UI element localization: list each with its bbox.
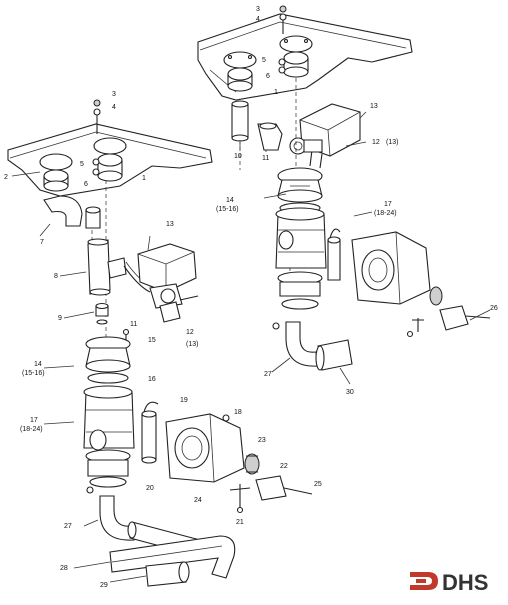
callout-r10: 10	[234, 153, 242, 160]
callout-l17: 17	[30, 417, 38, 424]
left-washer	[92, 158, 100, 166]
right-pipe-10	[231, 100, 249, 142]
right-flange-left	[223, 51, 257, 92]
callout-labels-left: 3 4 5 6 1 2 7 8 9 11 13 12 (13) 14 (15-1…	[4, 91, 322, 589]
right-valve-12	[289, 137, 323, 155]
callout-l8: 8	[54, 273, 58, 280]
callout-l6: 6	[84, 181, 88, 188]
right-connector-26	[406, 305, 491, 338]
callout-l12: 12	[186, 329, 194, 336]
left-burner-body-17	[83, 385, 135, 451]
callout-l24: 24	[194, 497, 202, 504]
right-solenoid-13	[299, 103, 361, 169]
right-assembly	[197, 5, 491, 385]
left-filter-20	[141, 401, 159, 464]
left-mixing-chamber-14	[85, 336, 131, 373]
right-nut	[278, 66, 286, 74]
right-filter	[327, 228, 341, 281]
callout-l14: 14	[34, 361, 42, 368]
callout-l18-24: (18-24)	[20, 426, 43, 433]
left-assembly	[7, 99, 313, 587]
right-elbow-11	[257, 122, 283, 151]
callout-l15: 15	[148, 337, 156, 344]
left-bracket-21	[229, 484, 251, 514]
callout-r1: 1	[274, 89, 278, 96]
left-solenoid-13	[137, 243, 197, 293]
callout-r30: 30	[346, 389, 354, 396]
left-flange-left	[39, 153, 73, 192]
left-fitting-29	[145, 561, 190, 587]
right-elbow-27	[285, 321, 319, 367]
left-screw-11	[122, 328, 130, 336]
callout-l16: 16	[148, 376, 156, 383]
left-bolt	[93, 99, 101, 134]
left-tee-8	[87, 238, 127, 296]
callout-r26: 26	[490, 305, 498, 312]
right-screw	[272, 322, 280, 330]
callout-labels-right: 3 4 5 6 1 10 11 13 12 (13) 14 (15-16) 17…	[216, 6, 498, 396]
callout-r15-16: (15-16)	[216, 206, 239, 213]
callout-r27: 27	[264, 371, 272, 378]
callout-l21: 21	[236, 519, 244, 526]
callout-l20: 20	[146, 485, 154, 492]
left-fitting-9	[95, 302, 109, 325]
callout-r14: 14	[226, 197, 234, 204]
callout-l4: 4	[112, 104, 116, 111]
right-pump-motor	[351, 231, 443, 306]
callout-r13-paren: (13)	[386, 139, 398, 146]
callout-r17: 17	[384, 201, 392, 208]
right-washer	[278, 58, 286, 66]
callout-r3: 3	[256, 6, 260, 13]
callout-l19: 19	[180, 397, 188, 404]
right-pipe-30	[315, 339, 353, 371]
callout-l25: 25	[314, 481, 322, 488]
left-screw-18	[222, 414, 230, 422]
left-elbow-7	[43, 195, 83, 227]
right-burner-body-17	[275, 207, 327, 269]
callout-l9: 9	[58, 315, 62, 322]
callout-l28: 28	[60, 565, 68, 572]
callout-l3: 3	[112, 91, 116, 98]
left-coupling-23	[244, 453, 260, 475]
callout-l2: 2	[4, 174, 8, 181]
dhs-logo-mark	[410, 572, 438, 590]
callout-l15-16: (15-16)	[22, 370, 45, 377]
callout-l5: 5	[80, 161, 84, 168]
left-screw	[86, 486, 94, 494]
callout-l23: 23	[258, 437, 266, 444]
callout-r13: 13	[370, 103, 378, 110]
left-mounting-plate	[7, 123, 213, 197]
callout-r6: 6	[266, 73, 270, 80]
left-valve-12	[149, 283, 199, 323]
callout-r18-24: (18-24)	[374, 210, 397, 217]
callout-l18: 18	[234, 409, 242, 416]
left-pipe-bundle-28	[109, 535, 236, 579]
dhs-logo-text: DHS	[442, 570, 488, 595]
right-mixing-chamber-14	[277, 167, 323, 203]
callout-l27: 27	[64, 523, 72, 530]
left-connector-22	[255, 475, 313, 501]
callout-r11: 11	[262, 155, 269, 162]
right-mounting-plate	[197, 13, 413, 101]
callout-r4: 4	[256, 16, 260, 23]
callout-l22: 22	[280, 463, 288, 470]
left-flex-hose	[123, 265, 151, 293]
callout-l29: 29	[100, 582, 108, 589]
callout-l11: 11	[130, 321, 137, 328]
left-flange-right	[93, 137, 127, 182]
left-gasket-16	[87, 372, 129, 384]
right-bolt	[279, 5, 287, 34]
dhs-logo: DHS	[410, 570, 488, 595]
callout-r5: 5	[262, 57, 266, 64]
callout-l7: 7	[40, 239, 44, 246]
callout-l1: 1	[142, 175, 146, 182]
callout-r12: 12	[372, 139, 380, 146]
left-pump-motor-19	[165, 413, 245, 483]
callout-l13-paren: (13)	[186, 341, 198, 348]
callout-l13: 13	[166, 221, 174, 228]
left-nut	[92, 168, 100, 176]
